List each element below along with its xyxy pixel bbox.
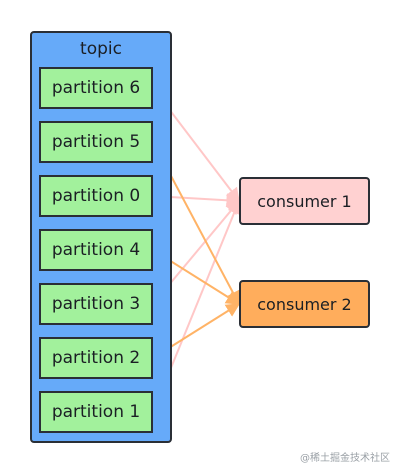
watermark-text: @稀土掘金技术社区	[300, 453, 390, 464]
topic-label: topic	[80, 39, 122, 59]
partition-1-node: partition 1	[39, 391, 153, 433]
consumer-2-node: consumer 2	[239, 280, 370, 328]
partition-2-node: partition 2	[39, 337, 153, 379]
partition-3-node: partition 3	[39, 283, 153, 325]
consumer-1-node: consumer 1	[239, 177, 370, 225]
partition-5-node: partition 5	[39, 121, 153, 163]
partition-6-node: partition 6	[39, 67, 153, 109]
partition-0-node: partition 0	[39, 175, 153, 217]
partition-4-node: partition 4	[39, 229, 153, 271]
